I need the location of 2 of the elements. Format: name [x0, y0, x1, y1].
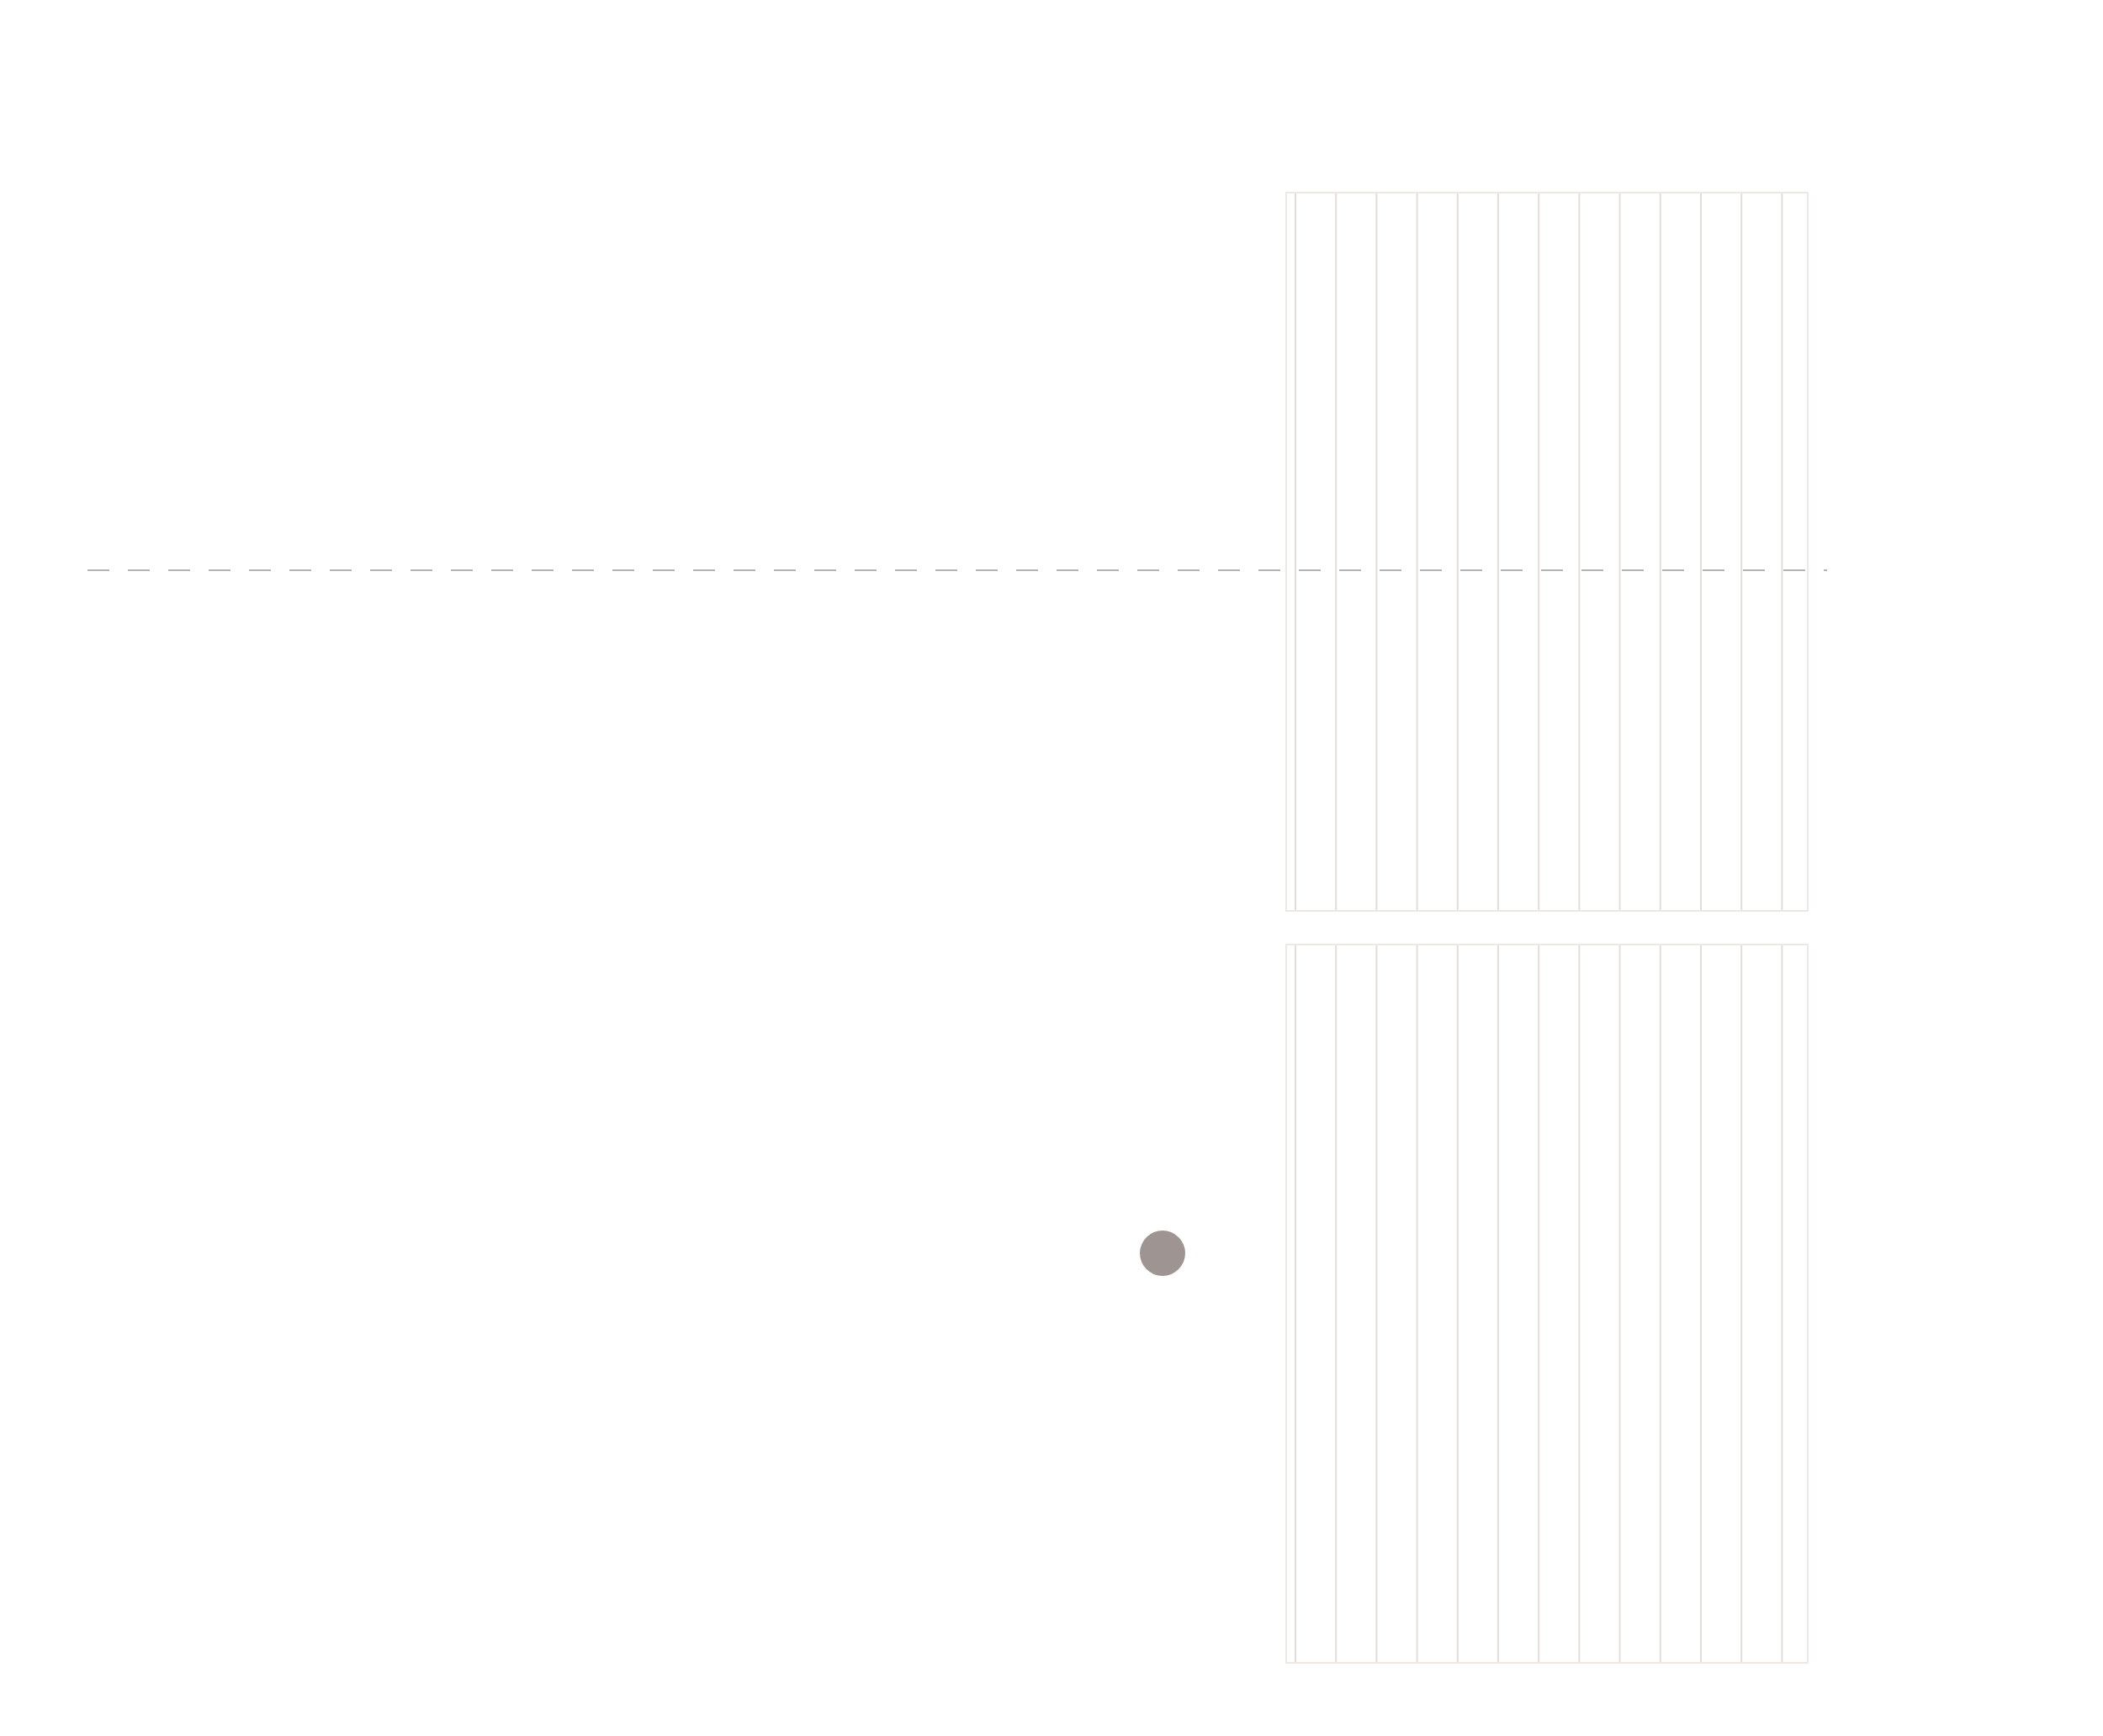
ruled-panel [1285, 944, 1809, 1664]
ruled-panel [1285, 192, 1809, 912]
